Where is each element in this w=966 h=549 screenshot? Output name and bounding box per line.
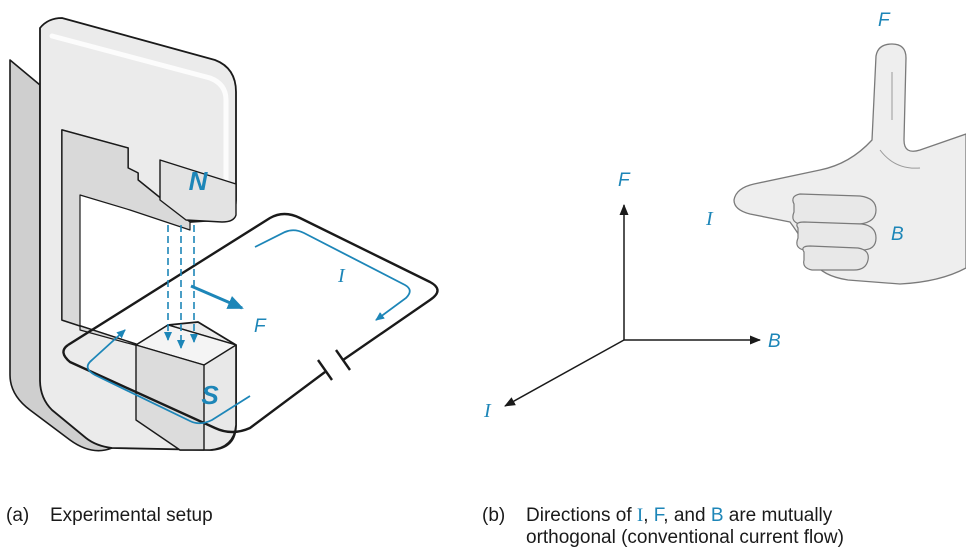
- axis-i: [504, 339, 625, 407]
- north-pole-face: [159, 159, 237, 223]
- caption-b-tag: (b): [482, 505, 506, 526]
- caption-a-text: Experimental setup: [50, 505, 213, 526]
- caption-b-sep2: , and: [663, 505, 711, 526]
- current-flow-path: [86, 229, 411, 425]
- current-path-top: [254, 229, 411, 321]
- right-hand-illustration: [733, 43, 966, 285]
- caption-b: (b) Directions of I, F, and B are mutuall…: [482, 505, 962, 549]
- caption-b-pre: Directions of: [526, 505, 637, 526]
- horseshoe-magnet: [9, 17, 237, 452]
- caption-b-post: are mutually: [723, 505, 833, 526]
- capacitor-plate-2: [335, 349, 351, 371]
- caption-b-b: B: [710, 505, 724, 526]
- magnet-highlight: [49, 33, 229, 193]
- current-path-line: [86, 329, 251, 425]
- hand-current-label: I: [705, 208, 714, 230]
- current-label: I: [337, 265, 346, 287]
- caption-a-tag: (a): [6, 505, 30, 526]
- caption-a: (a) Experimental setup: [6, 505, 213, 527]
- south-pole-label: S: [201, 380, 219, 410]
- caption-b-f: F: [653, 505, 664, 526]
- axis-i-label: I: [483, 400, 492, 422]
- force-label: F: [254, 316, 267, 337]
- axis-f-label: F: [618, 170, 631, 191]
- axis-b-label: B: [768, 331, 781, 352]
- hand-finger-ring: [796, 221, 877, 251]
- hand-finger-little: [802, 245, 869, 271]
- orthogonal-axes: [504, 204, 761, 407]
- hand-finger-middle: [792, 193, 877, 225]
- caption-b-line2: orthogonal (conventional current flow): [526, 527, 844, 548]
- capacitor-plate-1: [317, 359, 333, 381]
- wire-circuit: [62, 212, 439, 434]
- hand-force-label: F: [878, 10, 891, 31]
- hand-field-label: B: [891, 224, 904, 245]
- hand-crease: [879, 72, 921, 169]
- caption-b-sep1: ,: [643, 505, 654, 526]
- hand-palm: [733, 43, 966, 285]
- magnetic-field-lines: [164, 225, 198, 349]
- caption-b-i: I: [636, 505, 644, 526]
- north-pole-label: N: [189, 166, 209, 196]
- force-arrow: [190, 284, 244, 310]
- wire-loop-right: [67, 212, 439, 361]
- wire-loop: [62, 344, 326, 434]
- south-pole-side: [135, 344, 205, 451]
